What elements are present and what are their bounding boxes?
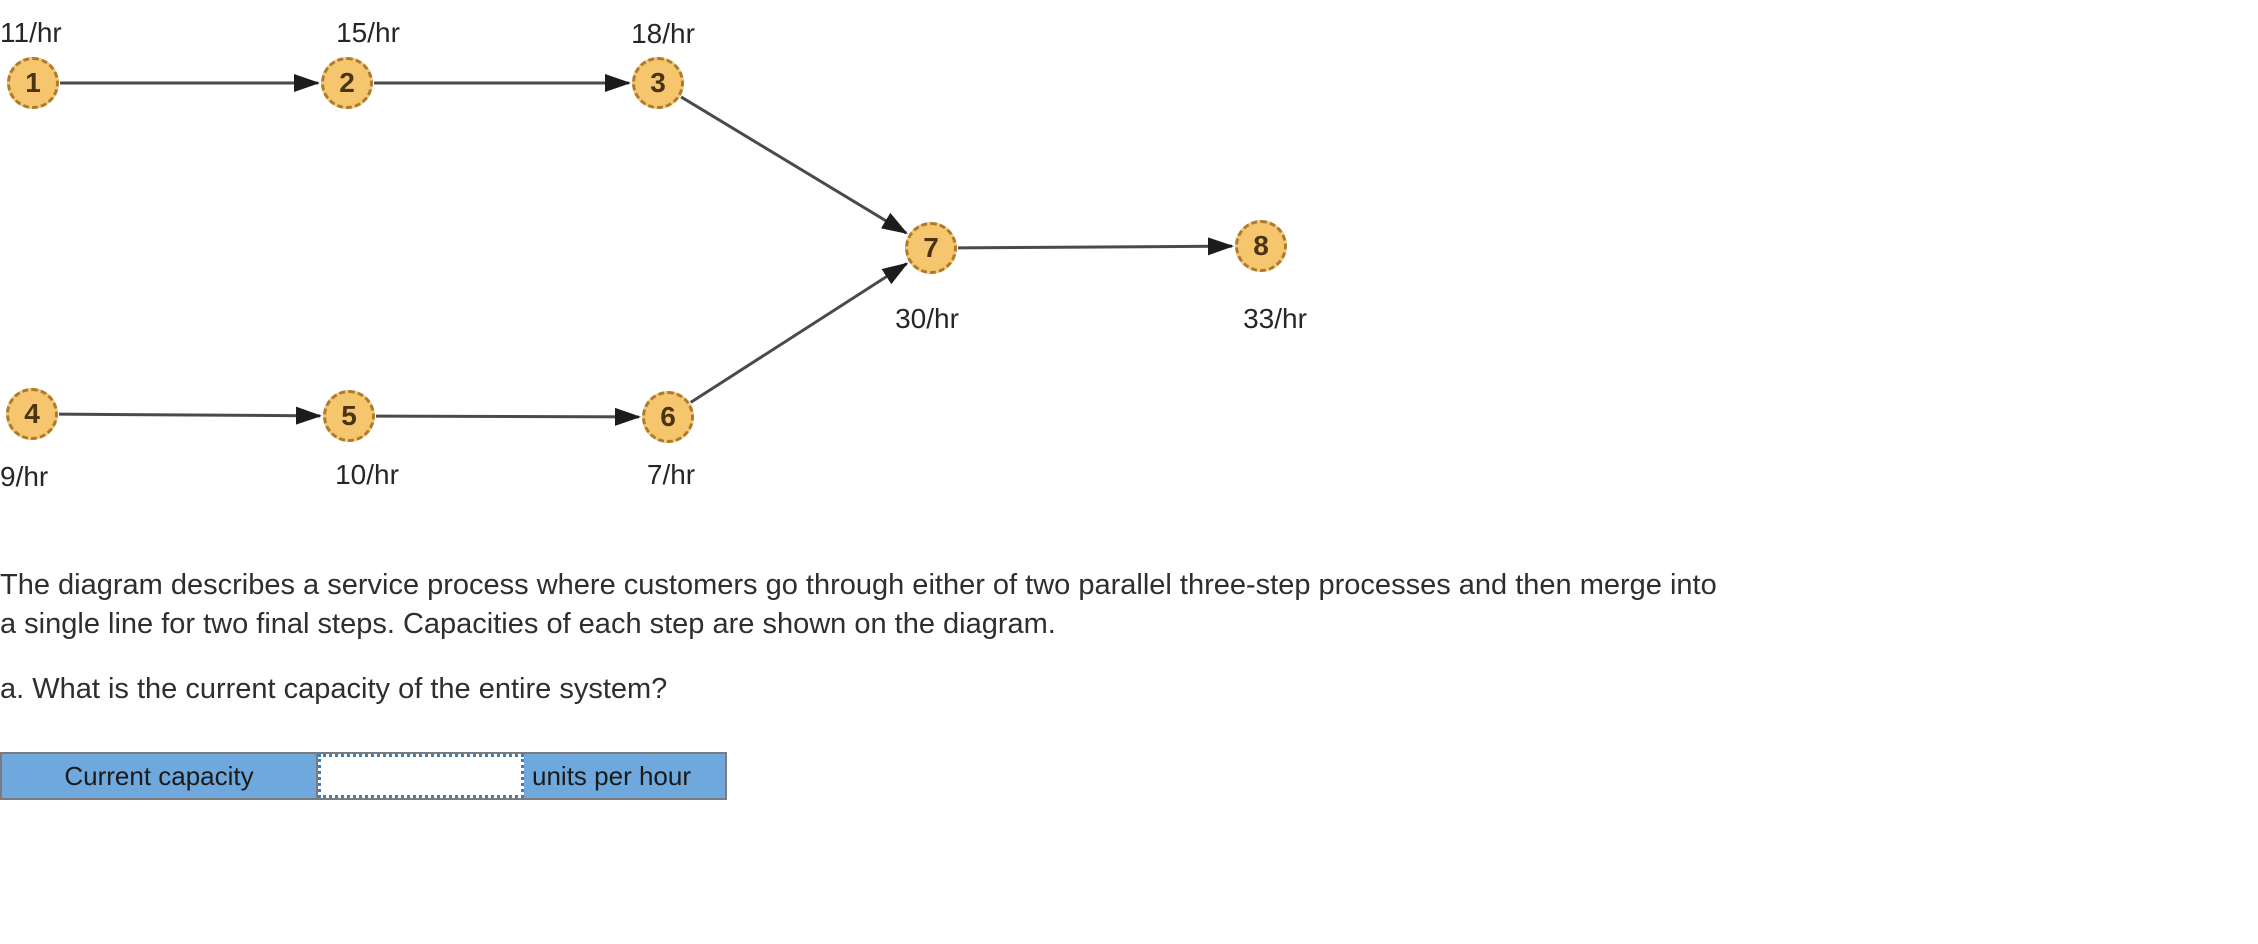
capacity-label-node-6: 7/hr [646, 459, 696, 490]
answer-unit-cell: units per hour [532, 760, 691, 791]
process-node-7: 7 [905, 222, 957, 274]
process-flow-diagram: 1 11/hr 2 15/hr 3 18/hr 4 9/hr 5 10/hr 6 7/hr 7 30/hr… [0, 0, 1340, 530]
edge-3-to-7 [680, 95, 908, 235]
process-node-3: 3 [632, 57, 684, 109]
capacity-label-node-8: 33/hr [1243, 303, 1307, 334]
capacity-label-node-7: 30/hr [895, 303, 959, 334]
question-a: a. What is the current capacity of the e… [0, 673, 668, 705]
edge-6-to-7 [689, 262, 909, 404]
edge-4-to-5 [58, 406, 323, 425]
capacity-label-node-2: 15/hr [336, 17, 400, 48]
process-node-5: 5 [323, 390, 375, 442]
process-node-6: 6 [642, 391, 694, 443]
problem-description: The diagram describes a service process … [0, 566, 1960, 644]
current-capacity-input[interactable] [318, 754, 524, 798]
diagram-edges [58, 74, 1235, 426]
capacity-label-node-4: 9/hr [0, 461, 49, 492]
capacity-label-node-3: 18/hr [631, 18, 695, 49]
process-node-2: 2 [321, 57, 373, 109]
process-node-4: 4 [6, 388, 58, 440]
answer-label-cell: Current capacity [2, 754, 318, 798]
edge-7-to-8 [957, 237, 1235, 256]
description-line-2: a single line for two final steps. Capac… [0, 608, 1056, 640]
description-line-1: The diagram describes a service process … [0, 569, 1717, 601]
process-node-1: 1 [7, 57, 59, 109]
capacity-label-node-5: 10/hr [335, 459, 399, 490]
answer-table: Current capacity units per hour [0, 752, 727, 800]
process-node-8: 8 [1235, 220, 1287, 272]
answer-input-cell [318, 754, 524, 798]
edge-5-to-6 [375, 407, 642, 426]
capacity-label-node-1: 11/hr [0, 17, 62, 48]
